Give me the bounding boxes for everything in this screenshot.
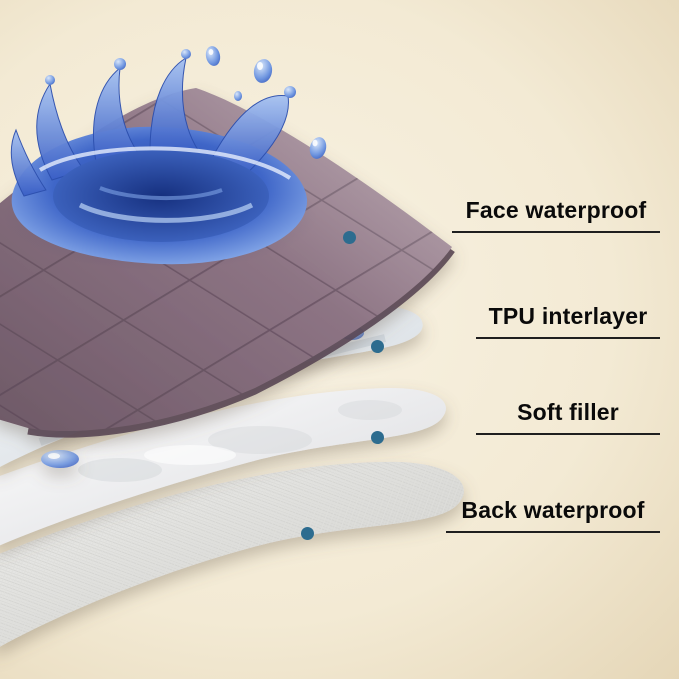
layer-marker-dot <box>371 340 384 353</box>
callout-label: TPU interlayer <box>488 303 648 329</box>
leader-line <box>452 231 660 233</box>
callout-label: Back waterproof <box>461 497 645 523</box>
layer-marker-dot <box>343 231 356 244</box>
leader-line <box>476 433 660 435</box>
callout-face-waterproof: Face waterproof <box>452 197 660 233</box>
layer-marker-dot <box>301 527 314 540</box>
callout-label: Face waterproof <box>465 197 647 223</box>
leader-line <box>446 531 660 533</box>
water-splash <box>2 46 327 271</box>
callout-back-waterproof: Back waterproof <box>446 497 660 533</box>
callout-soft-filler: Soft filler <box>476 399 660 435</box>
soft-filler-layer <box>0 387 446 546</box>
back-waterproof-layer <box>0 461 464 647</box>
water-droplet <box>205 46 327 159</box>
water-droplet <box>45 49 296 98</box>
leader-line <box>476 337 660 339</box>
callout-label: Soft filler <box>517 399 619 425</box>
callout-tpu-interlayer: TPU interlayer <box>476 303 660 339</box>
layer-marker-dot <box>371 431 384 444</box>
